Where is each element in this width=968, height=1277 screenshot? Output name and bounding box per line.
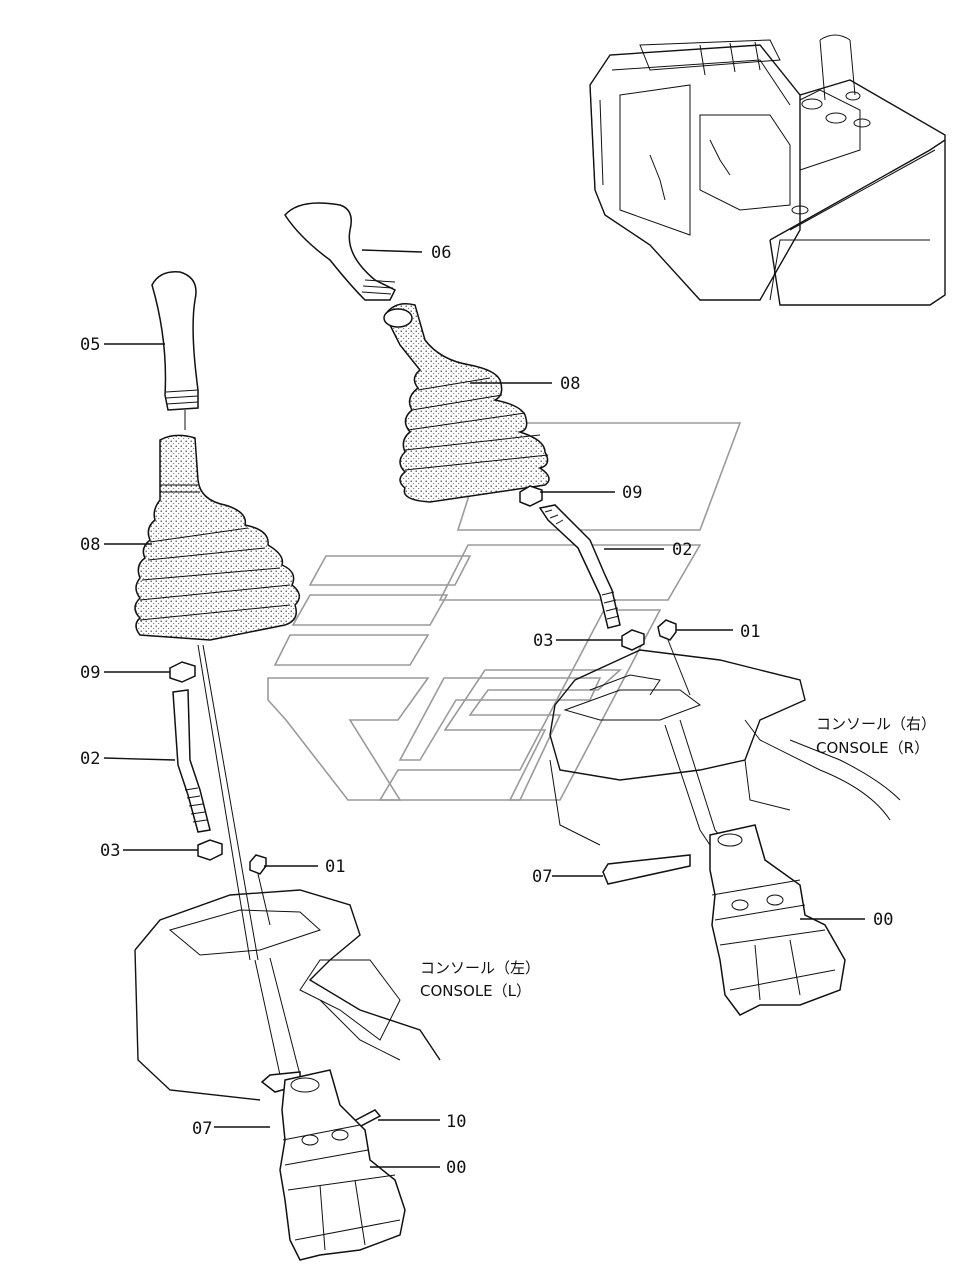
console-right-jp: コンソール（右） — [816, 715, 936, 733]
watermark-logo — [267, 422, 742, 801]
label-08-left: 08 — [80, 535, 100, 555]
console-left — [134, 889, 441, 1101]
label-01-left: 01 — [325, 857, 345, 877]
console-left-en: CONSOLE（L） — [420, 982, 531, 1000]
valve-00-right — [709, 824, 846, 1016]
boot-08-left — [134, 434, 301, 641]
label-01-right: 01 — [740, 622, 760, 642]
knob-05 — [151, 271, 199, 411]
rod-02-left — [172, 689, 211, 833]
nut-09-left — [169, 661, 196, 683]
label-02-right: 02 — [672, 540, 692, 560]
tie-07-right — [602, 854, 691, 885]
label-07-left: 07 — [192, 1119, 212, 1139]
console-right — [549, 649, 806, 781]
label-00-right: 00 — [873, 910, 893, 930]
label-00-left: 00 — [446, 1158, 466, 1178]
right-lever-assembly — [284, 202, 901, 1016]
valve-00-left — [279, 1069, 406, 1261]
label-05: 05 — [80, 335, 100, 355]
console-left-jp: コンソール（左） — [420, 959, 540, 977]
excavator-inset — [589, 34, 946, 306]
console-right-en: CONSOLE（R） — [816, 739, 929, 757]
label-07-right: 07 — [532, 867, 552, 887]
left-lever-assembly — [134, 271, 441, 1261]
bolt-01-right — [657, 619, 677, 641]
label-03-right: 03 — [533, 631, 553, 651]
label-09-left: 09 — [80, 663, 100, 683]
label-08-right: 08 — [560, 374, 580, 394]
label-10: 10 — [446, 1112, 466, 1132]
label-02-left: 02 — [80, 749, 100, 769]
boot-08-right — [384, 303, 550, 503]
nut-09-right — [519, 485, 543, 507]
nut-03-left — [197, 839, 223, 861]
bolt-01-left — [249, 854, 267, 875]
leader-lines — [103, 249, 865, 1168]
label-09-right: 09 — [622, 483, 642, 503]
knob-06 — [284, 202, 397, 301]
rod-02-right — [538, 504, 621, 629]
label-03-left: 03 — [100, 841, 120, 861]
label-06: 06 — [431, 243, 451, 263]
nut-03-right — [621, 629, 645, 651]
